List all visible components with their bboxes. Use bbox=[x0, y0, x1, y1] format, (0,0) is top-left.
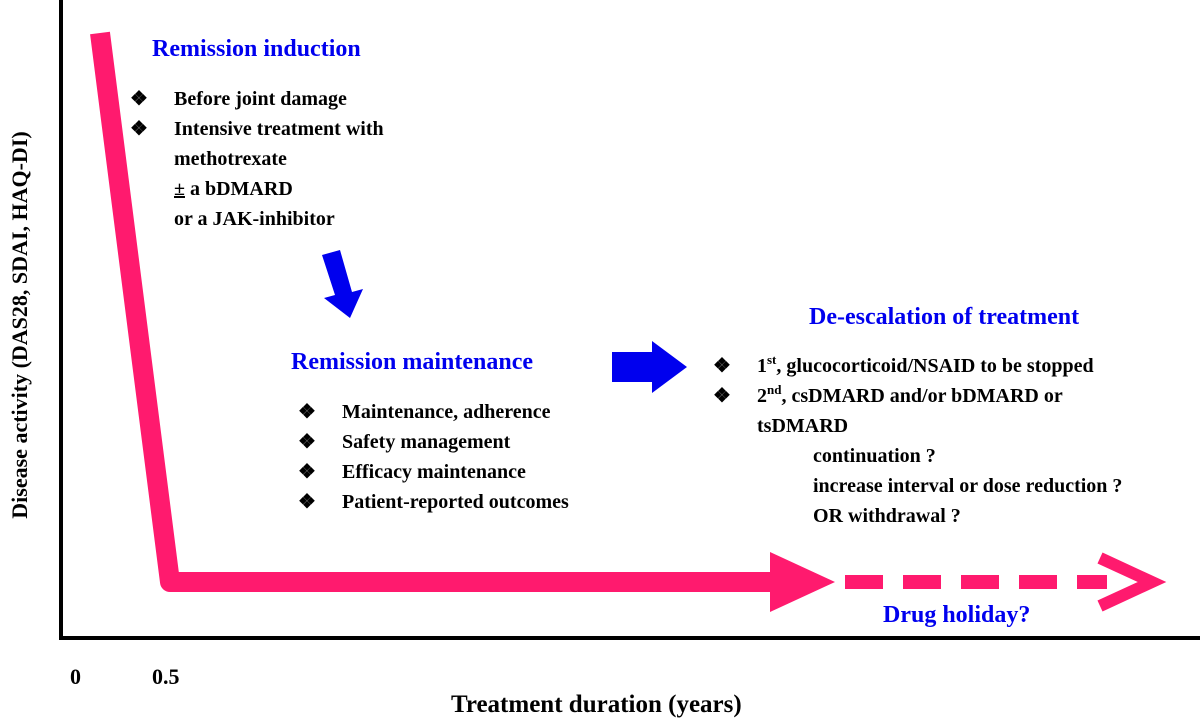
list-item: ❖Before joint damage bbox=[130, 88, 347, 110]
disease-activity-curve bbox=[90, 31, 785, 592]
curve-arrowhead bbox=[770, 552, 835, 612]
deescalation-heading: De-escalation of treatment bbox=[809, 304, 1080, 330]
list-item: ❖1st, glucocorticoid/NSAID to be stopped bbox=[713, 352, 1094, 377]
list-item-continuation: methotrexate bbox=[174, 148, 287, 170]
list-item-continuation: tsDMARD bbox=[757, 415, 849, 437]
option-item: continuation ? bbox=[813, 445, 936, 467]
list-item: ❖Efficacy maintenance bbox=[298, 461, 526, 483]
drug-holiday-arrowhead bbox=[1097, 552, 1167, 612]
maintenance-heading: Remission maintenance bbox=[291, 349, 533, 375]
x-axis-label: Treatment duration (years) bbox=[451, 691, 742, 718]
deescalation-list: ❖1st, glucocorticoid/NSAID to be stopped… bbox=[713, 351, 1122, 531]
x-tick-0: 0 bbox=[70, 664, 81, 689]
option-item: increase interval or dose reduction ? bbox=[813, 475, 1123, 497]
drug-holiday-dashes bbox=[845, 575, 1107, 589]
list-item: ❖Intensive treatment with bbox=[130, 118, 384, 140]
x-tick-0-5: 0.5 bbox=[152, 664, 180, 689]
induction-list: ❖Before joint damage ❖Intensive treatmen… bbox=[130, 84, 384, 234]
list-item: ❖Maintenance, adherence bbox=[298, 401, 551, 423]
list-item-continuation: ± a bDMARD bbox=[174, 178, 293, 200]
option-item: OR withdrawal ? bbox=[813, 505, 961, 527]
list-item: ❖2nd, csDMARD and/or bDMARD or bbox=[713, 382, 1063, 407]
y-axis-label: Disease activity (DAS28, SDAI, HAQ-DI) bbox=[7, 131, 32, 519]
induction-heading: Remission induction bbox=[152, 36, 361, 62]
list-item: ❖Patient-reported outcomes bbox=[298, 491, 569, 513]
blue-right-arrow bbox=[612, 341, 687, 393]
list-item: ❖Safety management bbox=[298, 431, 511, 453]
blue-down-arrow bbox=[322, 250, 363, 318]
list-item-continuation: or a JAK-inhibitor bbox=[174, 208, 335, 230]
drug-holiday-label: Drug holiday? bbox=[883, 602, 1031, 628]
maintenance-list: ❖Maintenance, adherence ❖Safety manageme… bbox=[298, 397, 569, 517]
